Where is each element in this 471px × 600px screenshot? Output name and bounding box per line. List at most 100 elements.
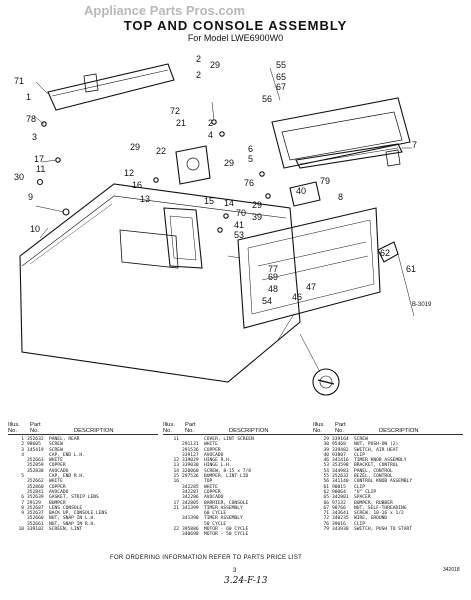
illus-no: 8: [21, 505, 24, 511]
illus-no: 12: [173, 458, 179, 464]
callout: 3: [32, 132, 37, 142]
illus-no: 15: [173, 474, 179, 480]
part-no: 291131: [182, 442, 199, 448]
drawing-code: B-3019: [412, 302, 432, 308]
part-description: BACK UP, CONSOLE LENS: [49, 511, 108, 517]
part-header: Part: [30, 422, 41, 428]
exploded-parts-diagram: 71 1 78 3 17 11 30 9 10 12 16 13 29 2 72…: [14, 54, 432, 396]
callout: 41: [234, 220, 244, 230]
ordering-note: FOR ORDERING INFORMATION REFER TO PARTS …: [110, 555, 303, 561]
illus-no: 39: [323, 447, 329, 453]
no-header-2: No.: [30, 428, 40, 434]
part-description: SCREEN, LINT: [49, 527, 83, 533]
part-no: 339164: [332, 437, 349, 442]
illus-no: 72: [323, 516, 329, 522]
callout: 9: [28, 192, 33, 202]
callout: 12: [124, 168, 134, 178]
part-header: Part: [335, 422, 346, 428]
part-no: 339030: [182, 463, 199, 469]
illus-no: 6: [21, 495, 24, 501]
callout: 67: [276, 82, 286, 92]
console-lens: [295, 143, 403, 169]
part-no: 145419: [27, 447, 44, 453]
callout: 29: [224, 158, 234, 168]
illus-no: 14: [173, 468, 179, 474]
part-no: 352860: [27, 484, 44, 490]
illus-no: 53: [323, 463, 329, 469]
illus-no: 11: [173, 437, 179, 442]
illus-no: 55: [323, 474, 329, 480]
part-description: BUMPER, LINT LID: [204, 474, 249, 480]
watermark: Appliance Parts Pros.com: [84, 3, 246, 18]
illus-no: 76: [323, 521, 329, 527]
part-no: 340698: [182, 532, 199, 538]
callout: 29: [210, 60, 220, 70]
part-no: 342286: [182, 495, 199, 501]
part-no: 339102: [27, 527, 44, 533]
callout: 72: [170, 106, 180, 116]
part-no: 90064: [332, 489, 346, 495]
part-description: SWITCH, AIR HEAT: [354, 447, 399, 453]
part-description: COPPER: [204, 447, 221, 453]
part-no: 352639: [27, 495, 44, 501]
callout: 7: [412, 140, 417, 150]
illus-no: [163, 532, 182, 537]
part-no: 341416: [332, 458, 349, 464]
switch: [289, 181, 321, 207]
catalog-number: 342018: [443, 567, 460, 573]
part-no: 98605: [27, 442, 41, 448]
illus-no: 67: [323, 505, 329, 511]
part-description: AVOCADO: [49, 489, 69, 495]
part-no: 320060: [182, 468, 199, 474]
part-description: COPPER: [49, 484, 66, 490]
part-no: 353598: [332, 463, 349, 469]
callout: 61: [406, 264, 416, 274]
illus-no: 21: [173, 505, 179, 511]
callout: 21: [176, 118, 186, 128]
callout: 54: [262, 296, 272, 306]
part-description: SWITCH, PUSH TO START: [354, 527, 413, 533]
parts-row: 60 CYCLE: [163, 511, 313, 516]
callout: 65: [276, 72, 286, 82]
part-no: 98766: [332, 505, 346, 511]
illus-no: 9: [21, 511, 24, 517]
lint-opening: [119, 229, 179, 269]
callout: 30: [14, 172, 24, 182]
part-description: HINGE R.H.: [204, 458, 232, 464]
callout: 6: [248, 144, 253, 154]
part-description: PANEL, REAR: [49, 437, 80, 442]
no-header-2: No.: [185, 428, 195, 434]
callout: 40: [296, 186, 306, 196]
illus-no: 30: [323, 442, 329, 448]
callout: 55: [276, 60, 286, 70]
part-description: SPACER: [354, 495, 371, 501]
callout: 15: [204, 196, 214, 206]
part-description: BUMPER, RUBBER: [354, 500, 393, 506]
part-no: 352859: [27, 463, 44, 469]
part-description: COPPER: [204, 489, 221, 495]
callout: 4: [208, 130, 213, 140]
part-no: 352661: [27, 521, 44, 527]
part-no: 352841: [27, 489, 44, 495]
callout: 48: [268, 284, 278, 294]
part-no: 395886: [182, 527, 199, 533]
